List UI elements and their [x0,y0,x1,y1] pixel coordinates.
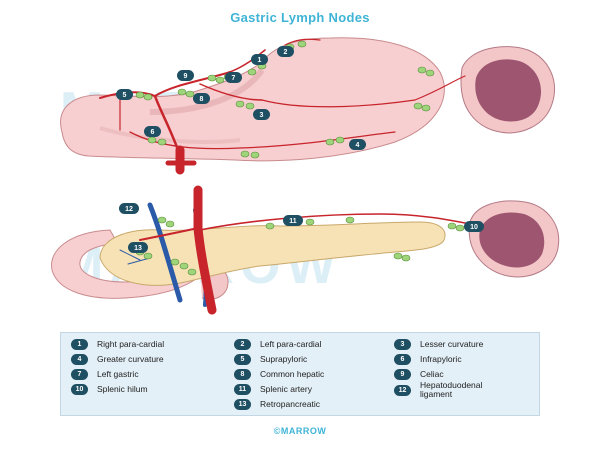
svg-text:3: 3 [260,112,264,119]
anatomy-illustration: MARROW MARROW 1 2 [51,37,560,315]
legend-label: Hepatoduodenal ligament [420,380,483,399]
badge-4: 4 [349,139,366,150]
spleen-bottom [468,200,560,278]
legend-item-7: 7 Left gastric [71,369,139,380]
legend-label: Retropancreatic [260,399,321,409]
svg-text:1: 1 [258,57,262,64]
legend-item-1: 1 Right para-cardial [71,339,164,350]
legend-badge: 7 [71,369,88,380]
legend-badge: 12 [394,384,411,396]
badge-2: 2 [277,46,294,57]
svg-text:11: 11 [289,218,297,225]
svg-text:12: 12 [125,206,133,213]
legend-item-12: 12 Hepatoduodenal ligament [394,381,512,399]
badge-12: 12 [119,203,139,214]
badge-7: 7 [225,72,242,83]
brand-footer: ©MARROW [273,426,327,436]
legend-label: Infrapyloric [420,354,462,364]
legend-badge: 5 [234,354,251,365]
badge-5: 5 [116,89,133,100]
badge-9: 9 [177,70,194,81]
svg-text:2: 2 [284,49,288,56]
legend-item-13: 13 Retropancreatic [234,399,320,410]
spleen-top [460,46,556,134]
legend-item-4: 4 Greater curvature [71,354,164,365]
legend-panel: 1 Right para-cardial 2 Left para-cardial 3… [60,332,540,416]
legend-item-5: 5 Suprapyloric [234,354,307,365]
legend-badge: 3 [394,339,411,350]
badge-6: 6 [144,126,161,137]
legend-item-11: 11 Splenic artery [234,384,312,395]
legend-label: Left para-cardial [260,339,322,349]
badge-8: 8 [193,93,210,104]
legend-item-3: 3 Lesser curvature [394,339,483,350]
svg-text:13: 13 [134,245,142,252]
legend-label: Left gastric [97,369,139,379]
legend-item-6: 6 Infrapyloric [394,354,462,365]
legend-item-9: 9 Celiac [394,369,444,380]
legend-badge: 6 [394,354,411,365]
badge-13: 13 [128,242,148,253]
svg-text:4: 4 [356,142,360,149]
legend-label: Lesser curvature [420,339,484,349]
legend-item-10: 10 Splenic hilum [71,384,148,395]
svg-text:6: 6 [151,129,155,136]
badge-11: 11 [283,215,303,226]
svg-text:5: 5 [123,92,127,99]
legend-badge: 9 [394,369,411,380]
legend-badge: 1 [71,339,88,350]
legend-badge: 2 [234,339,251,350]
diagram-title: Gastric Lymph Nodes [230,10,370,25]
legend-badge: 10 [71,384,88,395]
legend-label: Common hepatic [260,369,325,379]
legend-item-8: 8 Common hepatic [234,369,324,380]
legend-label: Suprapyloric [260,354,308,364]
legend-badge: 4 [71,354,88,365]
svg-text:10: 10 [470,224,478,231]
legend-badge: 13 [234,399,251,410]
legend-label: Greater curvature [97,354,164,364]
legend-item-2: 2 Left para-cardial [234,339,321,350]
legend-badge: 8 [234,369,251,380]
badge-1: 1 [251,54,268,65]
vessels-bottom [119,185,471,315]
lymph-node-clusters-bottom [135,216,465,276]
svg-text:9: 9 [184,73,188,80]
badge-10: 10 [464,221,484,232]
legend-label: Splenic hilum [97,384,148,394]
svg-text:7: 7 [232,75,236,82]
legend-label: Celiac [420,369,444,379]
svg-text:8: 8 [200,96,204,103]
legend-label: Right para-cardial [97,339,165,349]
legend-label: Splenic artery [260,384,312,394]
badge-3: 3 [253,109,270,120]
legend-badge: 11 [234,384,251,395]
